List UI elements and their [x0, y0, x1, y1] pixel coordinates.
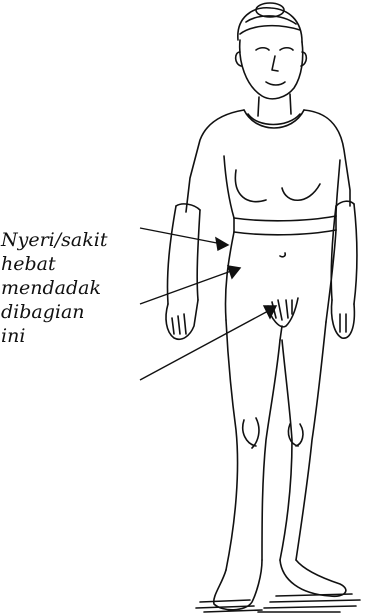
feet	[196, 560, 360, 612]
arrow-middle	[140, 270, 234, 304]
caption-line-1: Nyeri/sakit	[1, 228, 107, 252]
arrow-middle-head	[228, 266, 240, 278]
arrow-lower	[140, 310, 270, 380]
pain-location-caption: Nyeri/sakit hebat mendadak dibagian ini	[1, 228, 107, 348]
arrow-upper	[140, 228, 222, 244]
right-arm	[331, 204, 357, 338]
legs	[226, 320, 326, 570]
head	[236, 3, 307, 99]
annotation-arrows	[140, 228, 276, 380]
caption-line-3: mendadak	[1, 276, 107, 300]
arrow-upper-head	[216, 238, 228, 250]
shirt	[176, 110, 354, 235]
left-arm	[166, 206, 200, 339]
caption-line-4: dibagian	[1, 300, 107, 324]
caption-line-2: hebat	[1, 252, 107, 276]
lower-body	[225, 230, 336, 340]
caption-line-5: ini	[1, 324, 107, 348]
